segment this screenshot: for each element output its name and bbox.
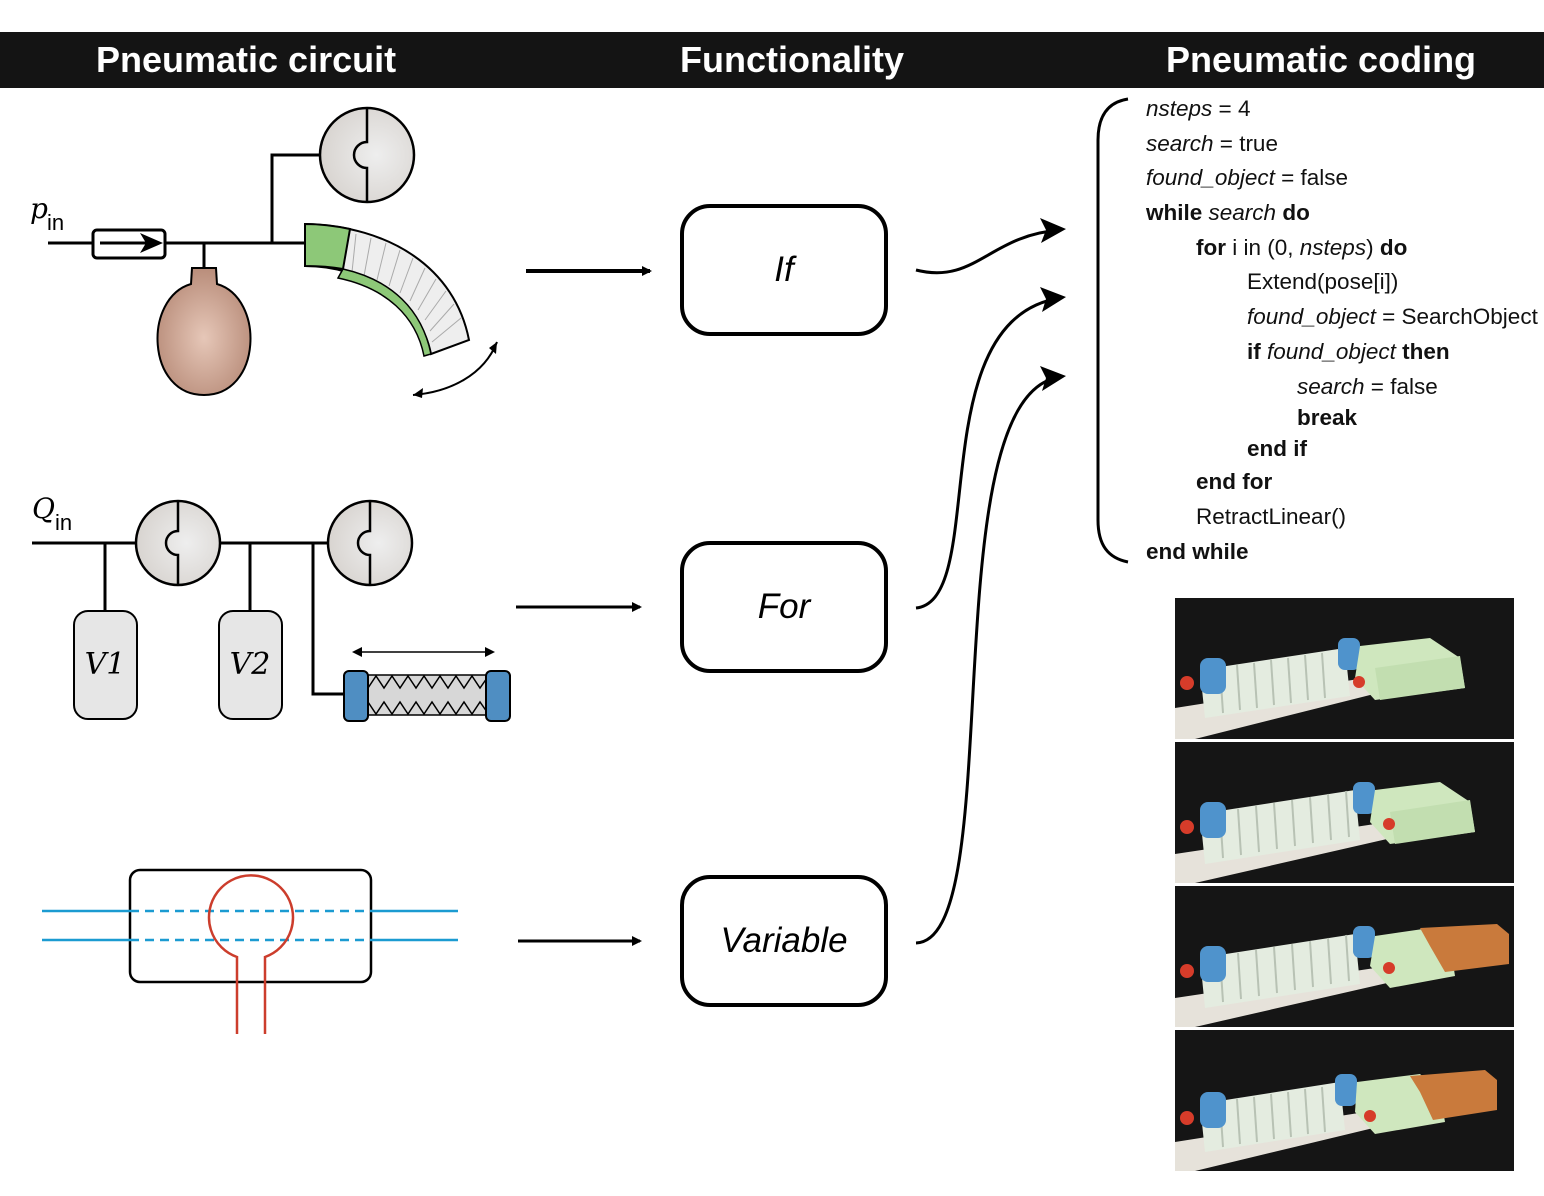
- volume-v1-label: V1: [85, 647, 126, 682]
- bend-motion-arrow: [412, 341, 498, 396]
- code-line-10: break: [1297, 405, 1358, 430]
- header-bar: Pneumatic circuit Functionality Pneumati…: [0, 32, 1544, 88]
- q-in-symbol: Q: [32, 492, 55, 525]
- robot-photo-1: [1175, 598, 1514, 739]
- code-line-6: Extend(pose[i]): [1247, 269, 1399, 294]
- robot-photo-sequence: [1175, 598, 1514, 1174]
- arrow-for-to-code: [915, 296, 1061, 610]
- header-pneumatic-coding: Pneumatic coding: [1166, 39, 1477, 80]
- bending-actuator: [304, 222, 471, 357]
- q-in-label: Q in: [32, 492, 72, 535]
- q-in-subscript: in: [55, 510, 72, 535]
- robot-photo-2: [1175, 742, 1514, 883]
- function-if-label: If: [774, 250, 794, 289]
- p-in-symbol: p: [30, 192, 48, 225]
- code-line-2: search = true: [1146, 131, 1278, 156]
- valve-branch-line: [270, 153, 320, 243]
- p-in-subscript: in: [47, 210, 64, 235]
- code-line-11: end if: [1247, 436, 1307, 461]
- code-line-8: if found_object then: [1247, 339, 1450, 364]
- function-if-box: If: [680, 204, 888, 336]
- robot-photo-3: [1175, 886, 1514, 1027]
- variable-circuit: [42, 868, 458, 1034]
- code-line-9: search = false: [1297, 374, 1438, 399]
- code-line-4: while search do: [1146, 200, 1310, 225]
- volume-v1: V1: [73, 610, 138, 720]
- membrane-valve-1-icon: [134, 499, 222, 587]
- robot-photo-4: [1175, 1030, 1514, 1171]
- if-circuit: p in: [30, 106, 498, 398]
- bulb-reservoir: [156, 267, 252, 397]
- contact-sensor-loop: [207, 874, 295, 1034]
- code-line-12: end for: [1196, 469, 1273, 494]
- function-for-box: For: [680, 541, 888, 673]
- header-functionality: Functionality: [680, 39, 904, 80]
- p-in-label: p in: [30, 192, 64, 235]
- code-line-3: found_object = false: [1146, 165, 1349, 190]
- function-for-label: For: [757, 587, 811, 626]
- function-variable-label: Variable: [720, 921, 848, 960]
- membrane-valve-2-icon: [326, 499, 414, 587]
- code-line-13: RetractLinear(): [1196, 504, 1347, 529]
- linear-bellows-actuator: [343, 670, 511, 722]
- code-line-14: end while: [1146, 539, 1249, 564]
- check-valve: [91, 228, 167, 260]
- arrow-variable-to-code: [915, 375, 1061, 945]
- volume-v2: V2: [218, 610, 283, 720]
- for-circuit: Q in V1 V2: [32, 492, 511, 722]
- volume-v2-label: V2: [230, 647, 271, 682]
- membrane-valve-icon: [318, 106, 416, 204]
- code-line-7: found_object = SearchObject: [1247, 304, 1538, 329]
- sensor-channels: [42, 909, 458, 942]
- code-brace: [1096, 97, 1129, 564]
- arrow-if-to-code: [915, 228, 1061, 275]
- function-variable-box: Variable: [680, 875, 888, 1007]
- sensor-housing: [128, 868, 373, 984]
- header-pneumatic-circuit: Pneumatic circuit: [96, 39, 397, 80]
- code-line-1: nsteps = 4: [1146, 96, 1251, 121]
- code-line-5: for i in (0, nsteps) do: [1196, 235, 1408, 260]
